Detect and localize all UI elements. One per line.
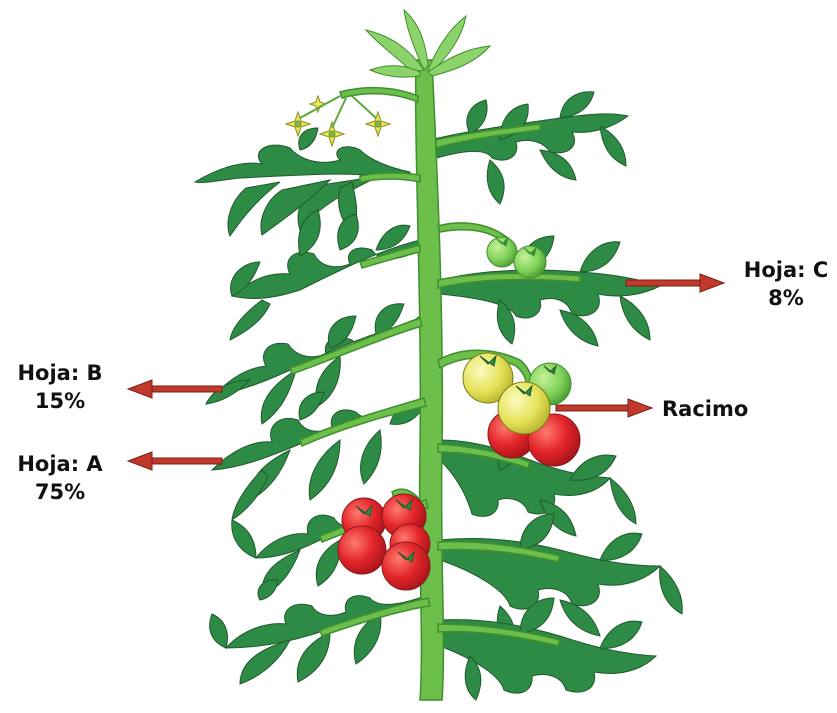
- leaf-b-percent: 15%: [4, 387, 116, 415]
- label-leaf-c: Hoja: C 8%: [734, 256, 837, 312]
- leaf-c-percent: 8%: [734, 284, 837, 312]
- fruit-cluster-red-lower: [338, 494, 430, 590]
- label-racimo: Racimo: [662, 395, 772, 423]
- leaf-c: [440, 236, 660, 346]
- leaf-bottom-right: [440, 598, 656, 700]
- arrow-leaf-b: [128, 380, 222, 398]
- leaf-a-name: Hoja: A: [4, 450, 116, 478]
- leaf-a-percent: 75%: [4, 478, 116, 506]
- flower-3: [366, 112, 390, 136]
- label-leaf-b: Hoja: B 15%: [4, 359, 116, 415]
- racimo-name: Racimo: [662, 395, 772, 423]
- label-leaf-a: Hoja: A 75%: [4, 450, 116, 506]
- arrow-leaf-a: [128, 452, 222, 470]
- leaf-c-name: Hoja: C: [734, 256, 837, 284]
- arrow-racimo: [556, 399, 652, 417]
- flower-2: [320, 122, 344, 146]
- leaf-upper-left: [195, 128, 410, 236]
- leaf-upper-right: [430, 92, 628, 204]
- leaf-b-name: Hoja: B: [4, 359, 116, 387]
